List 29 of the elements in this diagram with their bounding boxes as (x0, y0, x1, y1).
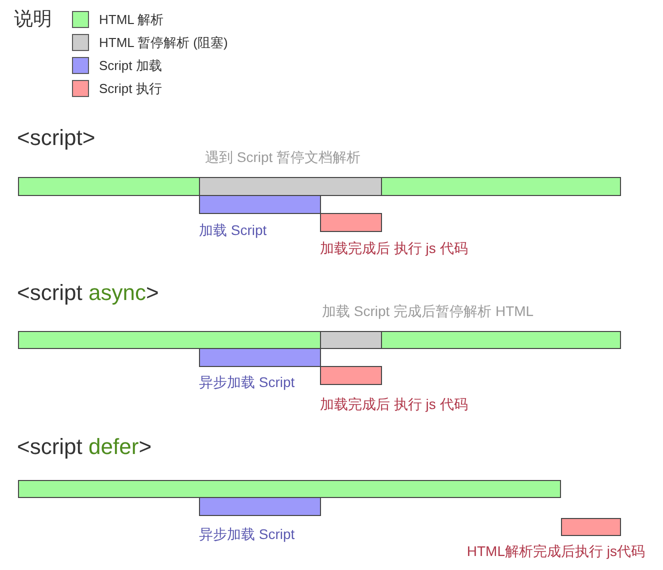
pause-segment (199, 177, 382, 196)
legend-label: HTML 解析 (99, 11, 164, 28)
legend-label: Script 执行 (99, 80, 162, 97)
bar-caption: 遇到 Script 暂停文档解析 (205, 148, 361, 166)
legend-label: HTML 暂停解析 (阻塞) (99, 34, 228, 51)
section-heading: <script async> (17, 280, 159, 306)
bar-caption: 加载 Script (199, 221, 267, 239)
parse-segment (18, 331, 321, 349)
pause-segment (320, 331, 382, 349)
exec-segment (320, 213, 382, 232)
parse-segment (381, 331, 621, 349)
bar-caption: 加载 Script 完成后暂停解析 HTML (322, 302, 534, 320)
parse-segment (381, 177, 621, 196)
legend-label: Script 加载 (99, 57, 162, 74)
bar-caption: 异步加载 Script (199, 525, 295, 543)
legend-title: 说明 (14, 8, 52, 32)
bar-caption: 加载完成后 执行 js 代码 (320, 239, 468, 257)
section-heading: <script> (17, 125, 96, 151)
section-heading: <script defer> (17, 434, 152, 460)
load-segment (199, 195, 321, 214)
exec-segment (320, 366, 382, 385)
bar-caption: HTML解析完成后执行 js代码 (466, 542, 645, 560)
parse-segment (18, 480, 561, 498)
exec-segment (561, 518, 621, 536)
load-segment (199, 497, 321, 516)
bar-caption: 异步加载 Script (199, 373, 295, 391)
parse-segment (18, 177, 200, 196)
load-segment (199, 348, 321, 367)
bar-caption: 加载完成后 执行 js 代码 (320, 395, 468, 413)
